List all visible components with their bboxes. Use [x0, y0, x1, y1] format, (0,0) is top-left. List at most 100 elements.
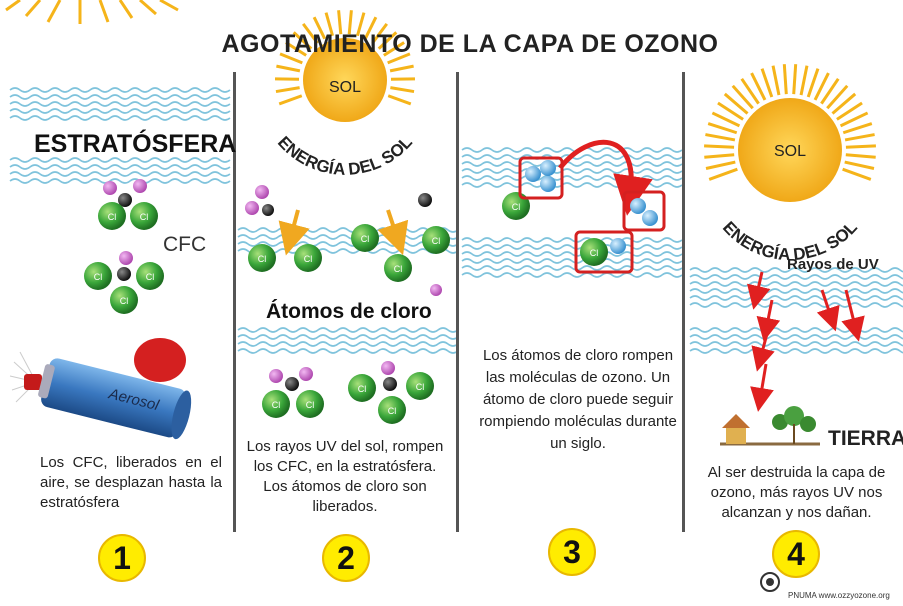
chlorine-symbol: Cl: [272, 400, 281, 410]
sun-ray: [389, 64, 414, 73]
wave-line: [9, 171, 231, 177]
fluorine-atom: [119, 251, 133, 265]
sun-ray: [792, 64, 798, 95]
chlorine-symbol: Cl: [120, 296, 129, 306]
sun-disc: [738, 98, 842, 202]
sun-ray: [324, 12, 334, 37]
chlorine-atom: [130, 202, 158, 230]
step-badge-3: 3: [548, 528, 596, 576]
wave-line: [9, 157, 231, 163]
ozone-highlight-box: [518, 156, 564, 200]
chlorine-symbol: Cl: [108, 212, 117, 222]
sun-ray: [845, 153, 876, 159]
sun-ray: [820, 77, 840, 105]
step-badge-2: 2: [322, 534, 370, 582]
ozone-layer-waves: [9, 87, 903, 354]
chlorine-symbol: Cl: [388, 406, 397, 416]
wave-line: [237, 348, 459, 354]
sun-ray: [750, 72, 767, 101]
wave-line: [689, 348, 903, 354]
wave-line: [689, 281, 903, 287]
panel4-caption: Al ser destruida la capa de ozono, más r…: [707, 464, 886, 521]
wave-line: [461, 237, 683, 243]
panel-divider: [456, 72, 459, 532]
sun-ray: [844, 160, 875, 170]
chlorine-symbol: Cl: [258, 254, 267, 264]
cfc-label: CFC: [163, 233, 207, 256]
sun-ray: [285, 41, 307, 57]
sun-ray: [845, 144, 876, 149]
oxygen-highlight-box: [622, 190, 666, 232]
chlorine-monoxide-box: [574, 230, 634, 274]
chlorine-symbol: Cl: [94, 272, 103, 282]
earth-label: TIERRA: [828, 427, 903, 450]
sun-ray: [705, 133, 736, 142]
chlorine-atoms-label: Átomos de cloro: [266, 300, 432, 323]
chlorine-symbol: Cl: [432, 236, 441, 246]
panel1-cfc-molecule-bottom: Cl Cl Cl: [84, 251, 164, 314]
panel2-cfc-molecule-left: Cl Cl: [262, 367, 324, 418]
sun-ray: [740, 77, 760, 105]
chlorine-symbol: Cl: [306, 400, 315, 410]
wave-line: [689, 341, 903, 347]
sun-ray: [782, 64, 788, 95]
sun-ray: [390, 86, 415, 94]
sun-ray: [337, 10, 343, 35]
uv-rays-label: Rayos de UV: [787, 256, 879, 273]
sun-ray: [276, 64, 301, 73]
wave-line: [689, 334, 903, 340]
wave-line: [461, 244, 683, 250]
wave-line: [689, 267, 903, 273]
infographic-title: AGOTAMIENTO DE LA CAPA DE OZONO: [221, 30, 719, 58]
chlorine-symbol: Cl: [140, 212, 149, 222]
sun-ray: [383, 41, 405, 57]
stratosphere-label: ESTRATÓSFERA: [34, 130, 237, 158]
step-badge-4: 4: [772, 530, 820, 578]
top-left-sun: [5, 0, 179, 24]
sun-ray: [717, 101, 744, 121]
panel-divider: [682, 72, 685, 532]
wave-line: [461, 147, 683, 153]
carbon-atom: [418, 193, 432, 207]
sun-ray: [363, 16, 378, 40]
wave-line: [9, 101, 231, 107]
panel3-caption: Los átomos de cloro rompen las moléculas…: [479, 347, 677, 452]
panel2-uv-arrows: [278, 209, 409, 256]
panel2-energy-label: ENERGÍA DEL SOL: [274, 133, 416, 179]
fluorine-atom: [133, 179, 147, 193]
chlorine-atom: [110, 286, 138, 314]
sun-ray: [711, 111, 741, 128]
panel2-free-chlorine-atoms: Cl Cl Cl Cl Cl: [248, 224, 450, 282]
wave-line: [237, 334, 459, 340]
step-badge-1: 1: [98, 534, 146, 582]
panel2-cfc-molecule-right: Cl Cl Cl: [348, 361, 434, 424]
chlorine-atom: [98, 202, 126, 230]
wave-line: [689, 302, 903, 308]
panel3-ozone-reaction: Cl Cl: [502, 139, 666, 274]
can-cap: [134, 338, 186, 382]
chlorine-atom: [84, 262, 112, 290]
unep-logo: [760, 572, 780, 592]
sun-ray: [842, 167, 872, 181]
chlorine-symbol: Cl: [304, 254, 313, 264]
chlorine-atom: [136, 262, 164, 290]
wave-line: [461, 161, 683, 167]
credit-footer: PNUMA www.ozzyozone.org: [788, 591, 890, 600]
chlorine-symbol: Cl: [512, 202, 521, 212]
sun-ray: [806, 68, 820, 98]
earth-scene: [720, 406, 820, 446]
wave-line: [461, 258, 683, 264]
sun-ray: [371, 22, 389, 44]
sun-ray: [799, 65, 809, 96]
carbon-atom: [117, 267, 131, 281]
sun-ray: [826, 84, 849, 110]
wave-line: [9, 115, 231, 121]
panel4-sun-label: SOL: [774, 143, 806, 160]
wave-line: [461, 251, 683, 257]
sun-ray: [704, 144, 735, 149]
wave-line: [237, 227, 459, 233]
wave-line: [237, 341, 459, 347]
chlorine-symbol: Cl: [146, 272, 155, 282]
